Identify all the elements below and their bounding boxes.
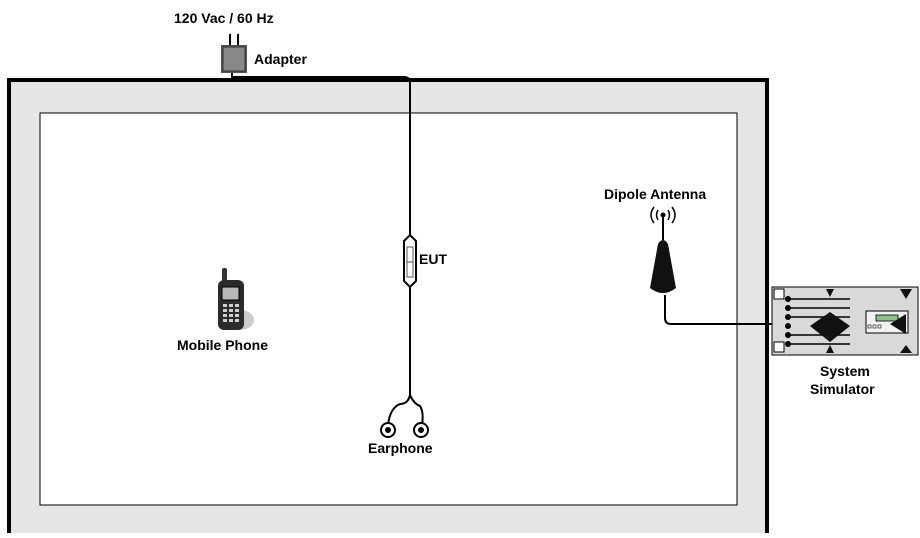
mobile-phone-label: Mobile Phone: [177, 337, 268, 353]
eut-device-icon: [403, 233, 417, 289]
earphone-cable: [387, 286, 424, 426]
power-source-label: 120 Vac / 60 Hz: [174, 10, 274, 26]
system-simulator-label-line1: System: [820, 363, 870, 379]
chamber-inner-room: [39, 112, 738, 506]
system-simulator-icon: [771, 286, 919, 356]
system-simulator-label-line2: Simulator: [810, 381, 875, 397]
mobile-phone-icon: [218, 268, 254, 330]
earphone-icon: [380, 422, 429, 438]
eut-label: EUT: [419, 251, 447, 267]
adapter-label: Adapter: [254, 51, 307, 67]
dipole-antenna-icon: [650, 206, 676, 293]
adapter-cable: [231, 73, 411, 238]
antenna-cable: [664, 295, 800, 325]
dipole-antenna-label: Dipole Antenna: [604, 186, 707, 202]
earphone-label: Earphone: [368, 440, 433, 456]
power-adapter-icon: [221, 34, 247, 73]
